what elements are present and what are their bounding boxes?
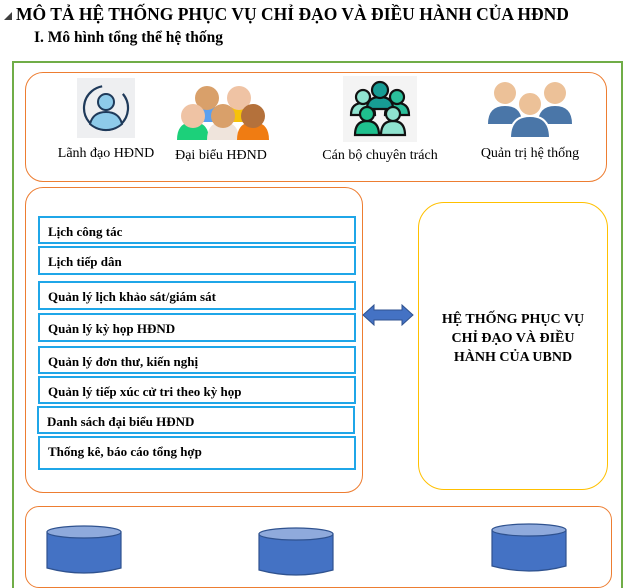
modules-group <box>25 187 363 493</box>
actor-label: Quản trị hệ thống <box>480 146 580 161</box>
ubnd-system-box: HỆ THỐNG PHỤC VỤ CHỈ ĐẠO VÀ ĐIỀU HÀNH CỦ… <box>418 202 608 490</box>
group-colorful-icon <box>171 82 271 140</box>
actor-label: Lãnh đạo HĐND <box>57 146 155 161</box>
user-circle-icon <box>77 78 135 138</box>
module-ky-hop[interactable]: Quản lý kỳ họp HĐND <box>38 313 356 342</box>
module-lich-cong-tac[interactable]: Lịch công tác <box>38 216 356 244</box>
system-model-frame <box>12 61 623 588</box>
module-don-thu-kien-nghi[interactable]: Quản lý đơn thư, kiến nghị <box>38 346 356 374</box>
actor-can-bo: Cán bộ chuyên trách <box>312 76 448 164</box>
actor-quan-tri: Quản trị hệ thống <box>470 80 590 162</box>
database-icon <box>258 527 334 576</box>
heading-text: MÔ TẢ HỆ THỐNG PHỤC VỤ CHỈ ĐẠO VÀ ĐIỀU H… <box>16 3 569 24</box>
module-tiep-xuc-cu-tri[interactable]: Quản lý tiếp xúc cử tri theo kỳ họp <box>38 376 356 404</box>
actor-lanh-dao: Lãnh đạo HĐND <box>40 78 172 162</box>
group-admin-icon <box>488 80 572 138</box>
group-teal-icon <box>343 76 417 142</box>
double-arrow-icon <box>362 304 414 326</box>
actor-dai-bieu: Đại biểu HĐND <box>166 82 276 164</box>
module-danh-sach-dai-bieu[interactable]: Danh sách đại biểu HĐND <box>37 406 355 434</box>
module-lich-tiep-dan[interactable]: Lịch tiếp dân <box>38 246 356 275</box>
module-thong-ke-bao-cao[interactable]: Thống kê, báo cáo tổng hợp <box>38 436 356 470</box>
database-icon <box>491 523 567 572</box>
actor-label: Cán bộ chuyên trách <box>322 148 438 163</box>
collapse-triangle-icon[interactable] <box>4 12 12 20</box>
actor-label: Đại biểu HĐND <box>175 148 267 163</box>
database-icon <box>46 525 122 574</box>
document-heading: MÔ TẢ HỆ THỐNG PHỤC VỤ CHỈ ĐẠO VÀ ĐIỀU H… <box>4 2 569 26</box>
module-khao-sat-giam-sat[interactable]: Quản lý lịch khảo sát/giám sát <box>38 281 356 310</box>
section-subheading: I. Mô hình tổng thể hệ thống <box>34 29 224 46</box>
ubnd-system-label: HỆ THỐNG PHỤC VỤ CHỈ ĐẠO VÀ ĐIỀU HÀNH CỦ… <box>441 311 585 365</box>
actors-group <box>25 72 607 182</box>
